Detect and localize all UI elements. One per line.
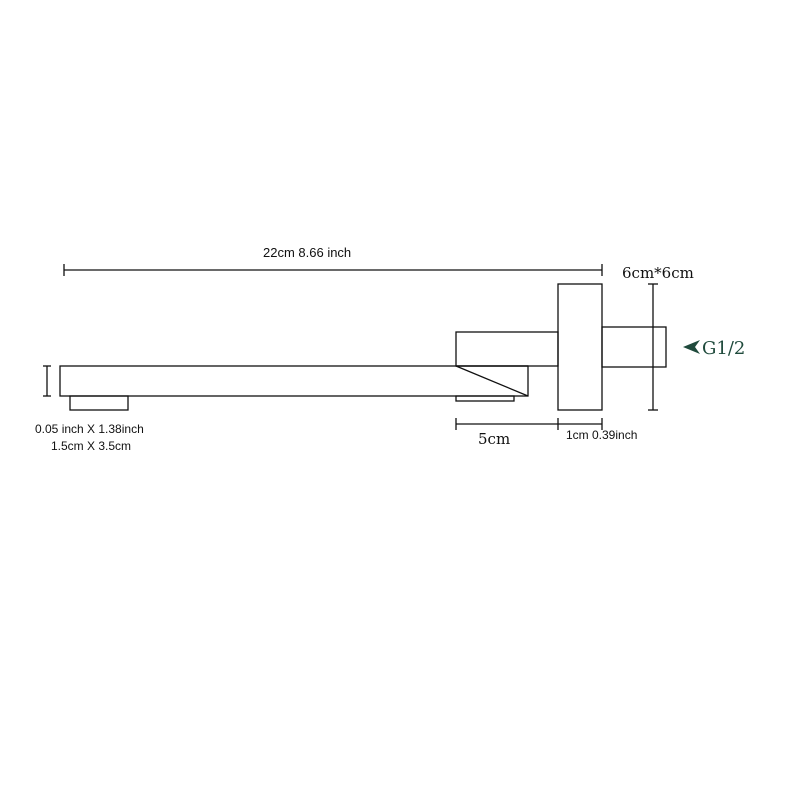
outlet-size-imperial-label: 0.05 inch X 1.38inch xyxy=(35,422,144,436)
wall-flange xyxy=(557,283,603,411)
base-bottom-nub xyxy=(455,395,515,402)
flange-size-label: 6cm*6cm xyxy=(622,264,694,282)
spout-outlet xyxy=(69,395,129,411)
threaded-connector xyxy=(601,326,667,368)
spout-arm xyxy=(59,365,529,397)
overall-length-label: 22cm 8.66 inch xyxy=(263,245,352,260)
outlet-size-metric-label: 1.5cm X 3.5cm xyxy=(51,439,132,453)
arrowhead-left-icon xyxy=(683,340,700,354)
spout-elbow-diagonal xyxy=(455,365,529,397)
flange-thickness-label: 1cm 0.39inch xyxy=(566,428,638,442)
thread-size-label: G1/2 xyxy=(702,338,746,359)
swivel-base xyxy=(455,331,559,367)
base-length-label: 5cm xyxy=(478,430,511,448)
